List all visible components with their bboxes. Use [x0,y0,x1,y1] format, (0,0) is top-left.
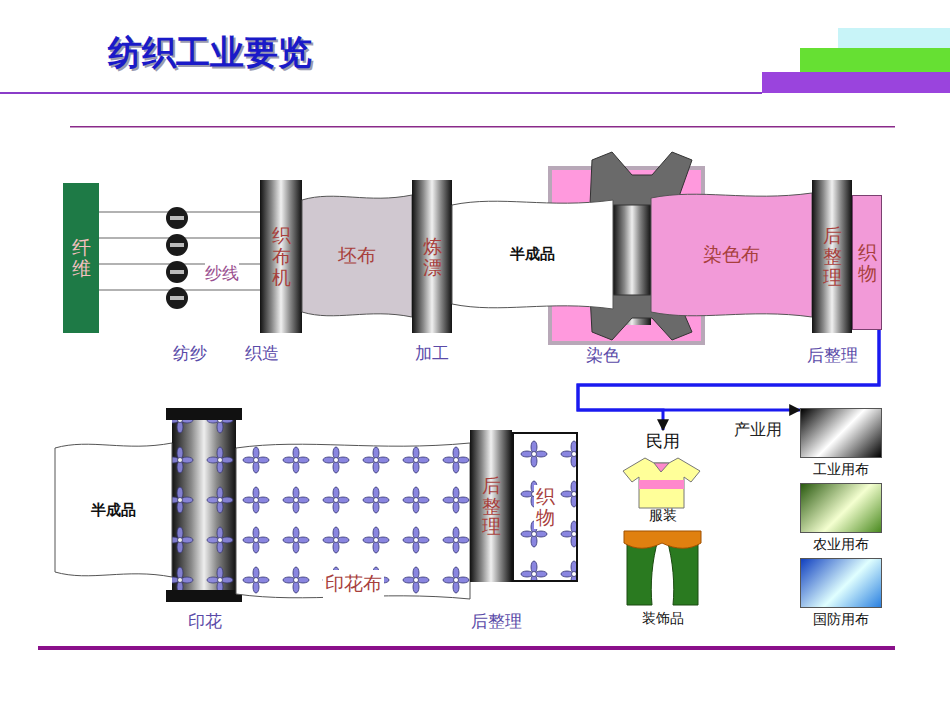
bobbin [166,234,188,256]
header-bars [762,72,950,93]
printing-roller [166,408,242,420]
node-text: 织布机 [272,225,291,288]
edge-label: 产业用 [734,420,782,441]
node-text: 染色布 [703,242,760,268]
node-text: 坯布 [338,243,376,269]
header-bars [0,92,762,94]
cloth-outline [236,443,470,599]
bobbin [166,287,188,309]
finishing-roller: 后整理 [812,180,852,333]
printing-roller [166,408,242,602]
decoration-item: 装饰品 [620,600,706,628]
stage-label: 染色 [586,344,620,367]
cloth-outline [651,193,812,317]
cloth-outline [452,200,613,309]
node-text: 半成品 [510,245,555,264]
header-bars [838,28,950,48]
stage-label: 织造 [245,342,279,365]
node-text: 后整理 [823,225,842,288]
fabric-swatch [800,408,882,458]
finishing-roller: 后整理 [470,430,512,582]
node-text: 纤维 [72,237,91,279]
dyed-cloth: 染色布 [651,190,812,320]
node-text: 织物 [534,485,557,529]
bleach-roller: 炼漂 [412,180,452,333]
node-text: 织物 [858,242,877,284]
header-bars [70,126,895,128]
fiber-box: 纤维 [63,183,99,333]
node-text: 装饰品 [642,610,684,628]
cloth-outline [55,443,172,577]
node-text: 工业用布 [813,461,869,479]
printing-roller [172,420,236,590]
stage-label: 后整理 [807,344,858,367]
header-bars [0,28,950,650]
cloth-outline [236,443,470,599]
garment-item: 民用服装 [620,430,706,525]
node-text: 半成品 [91,501,136,520]
curtain-icon [627,540,658,605]
bobbin [166,207,188,229]
flow-connector [578,330,879,410]
bobbin [166,261,188,283]
header-bars [38,646,895,650]
semi-product-cloth: 半成品 [55,440,172,580]
curtain-icon [667,540,698,605]
industrial-fabric: 工业用布 [800,408,882,485]
semi-product-cloth: 半成品 [452,197,613,312]
curtain-icon [624,531,701,548]
node-text: 印花布 [323,570,384,598]
printed-cloth: 印花布 [236,440,470,602]
cloth-outline [302,195,412,317]
flower-print [514,434,576,580]
header-bars [800,48,950,72]
node-text: 国防用布 [813,611,869,629]
bobbin [170,216,184,220]
loom-roller: 织布机 [260,180,302,333]
node-text: 炼漂 [423,236,442,278]
curtain-icon [624,531,701,605]
fabric-swatch [800,558,882,608]
page-title: 纺织工业要览 [108,30,312,76]
fabric-box: 织物 [852,195,882,330]
bobbin [170,296,184,300]
garment-icon [623,458,700,508]
stage-label: 加工 [415,342,449,365]
stage-label: 纺纱 [173,342,207,365]
node-text: 民用 [646,430,680,453]
stage-label: 纱线 [205,262,239,285]
bobbin [170,243,184,247]
printing-roller [166,590,242,602]
bobbin [166,207,188,309]
node-text: 农业用布 [813,536,869,554]
bobbin [170,270,184,274]
printed-fabric-box: 织物 [512,432,578,582]
fabric-swatch [800,483,882,533]
garment-icon [654,463,669,472]
node-text: 服装 [649,507,677,525]
defense-fabric: 国防用布 [800,558,882,635]
stage-label: 印花 [188,610,222,633]
printing-roller [172,420,236,590]
agricultural-fabric: 农业用布 [800,483,882,560]
garment-icon [639,480,684,489]
stage-label: 后整理 [471,610,522,633]
node-text: 后整理 [482,475,501,538]
greige-cloth: 坯布 [302,192,412,320]
garment-icon [623,458,700,508]
